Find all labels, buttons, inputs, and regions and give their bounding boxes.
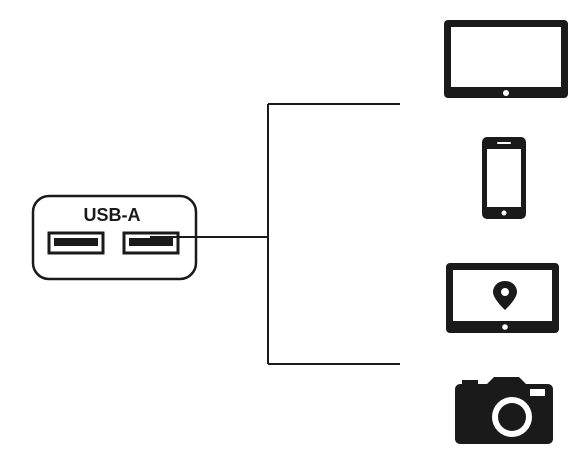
camera-icon — [455, 377, 553, 444]
navigation-device-icon — [446, 263, 559, 333]
map-pin-icon — [493, 281, 517, 310]
smartphone-icon — [482, 137, 526, 219]
usb-port-left — [47, 231, 105, 255]
cable-lines — [150, 103, 400, 365]
usb-charger: USB-A — [31, 194, 198, 281]
tablet-icon — [444, 20, 568, 98]
charger-label: USB-A — [84, 205, 141, 225]
